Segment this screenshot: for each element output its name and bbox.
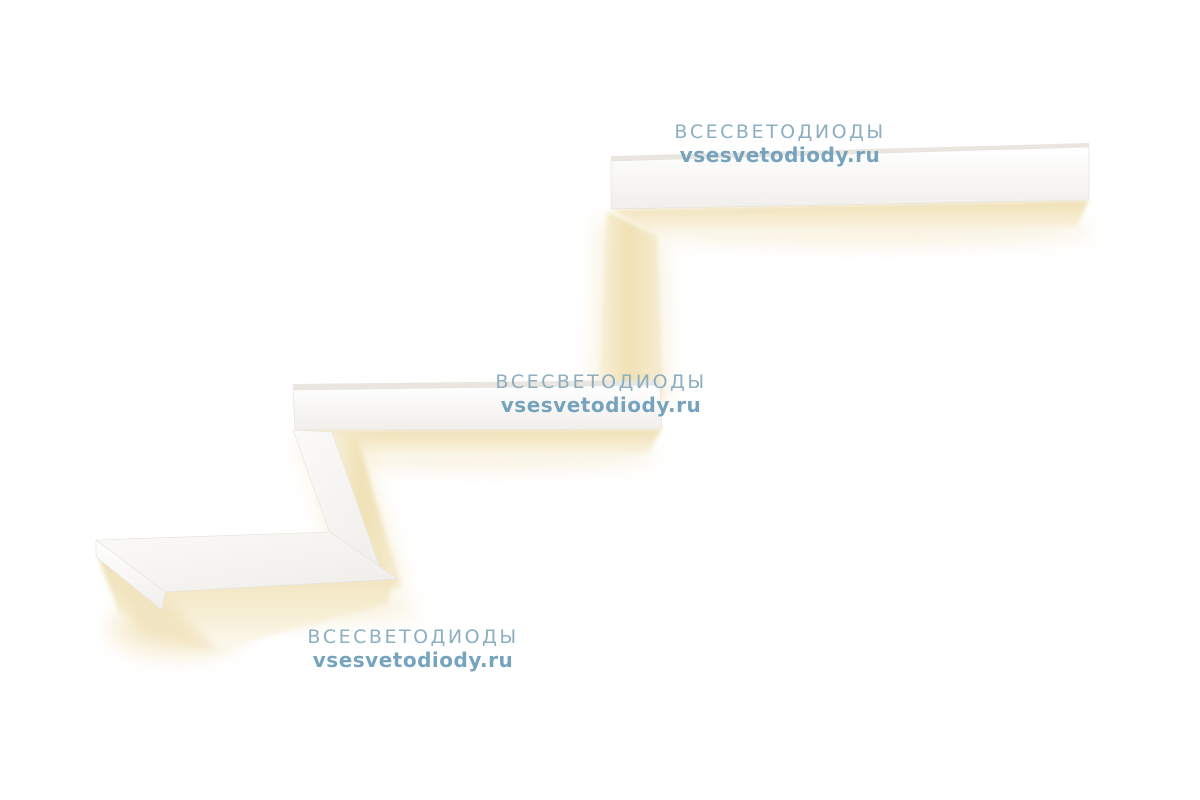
middle-bar-top-edge [293,380,660,391]
fixture-middle-bar [292,380,663,468]
fixture-bottom-bar [95,531,420,658]
top-bar-front-face [610,146,1090,210]
lower-connector-glow-face [330,432,402,588]
fixture-lower-connector [292,429,408,597]
fixture-upper-connector [591,211,671,411]
middle-bar-glow-underside [295,429,662,459]
fixture-top-bar [610,143,1096,244]
upper-connector-glow-face [599,211,663,407]
middle-bar-front-face [292,384,663,431]
top-bar-glow-underside [611,200,1089,236]
bottom-bar-end-face [95,539,166,611]
